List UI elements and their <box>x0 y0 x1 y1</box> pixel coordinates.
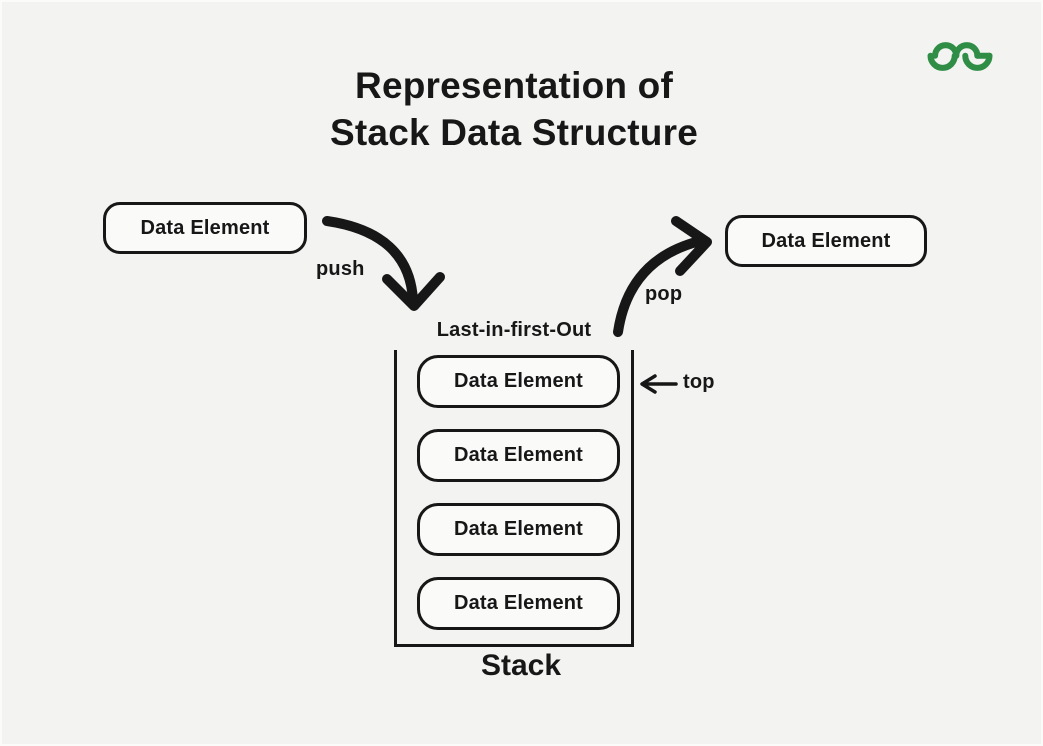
lifo-label: Last-in-first-Out <box>436 319 592 341</box>
pop-data-element-label: Data Element <box>761 229 891 252</box>
stack-item: Data Element <box>417 577 620 630</box>
stack-item: Data Element <box>417 429 620 482</box>
page-title-line2: Stack Data Structure <box>330 112 698 153</box>
stack-caption: Stack <box>480 649 562 682</box>
stack-item: Data Element <box>417 503 620 556</box>
pop-arrowhead-icon <box>671 216 712 276</box>
pop-data-element-box: Data Element <box>725 215 927 267</box>
stack-item-label: Data Element <box>453 444 584 466</box>
push-arrowhead-icon <box>382 272 445 311</box>
push-data-element-box: Data Element <box>103 202 307 254</box>
geeksforgeeks-logo-icon <box>927 42 993 71</box>
stack-item-label: Data Element <box>453 370 584 392</box>
stack-item-label: Data Element <box>453 592 584 614</box>
page-title: Representation of Stack Data Structure <box>0 62 1028 156</box>
stack-item-label: Data Element <box>453 518 584 540</box>
top-pointer-label: top <box>683 371 715 393</box>
stack-container <box>394 350 634 647</box>
page-title-line1: Representation of <box>355 65 673 106</box>
stack-item: Data Element <box>417 355 620 408</box>
push-data-element-label: Data Element <box>140 216 270 239</box>
top-pointer-arrow-icon <box>640 374 678 394</box>
pop-operation-label: pop <box>645 283 683 305</box>
push-operation-label: push <box>316 258 365 280</box>
